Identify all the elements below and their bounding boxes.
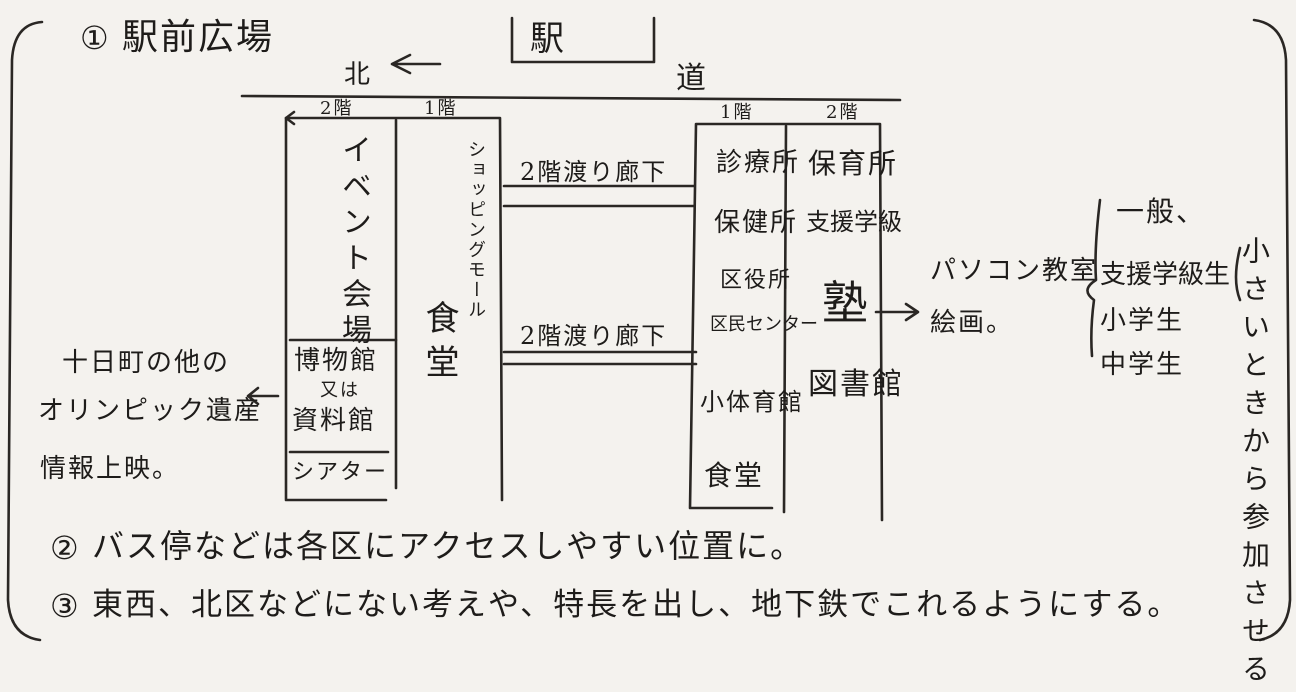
community-center-label: 区民センター xyxy=(710,314,818,335)
east-floor1-label: 1階 xyxy=(720,102,754,123)
west-floor1-label: 1階 xyxy=(424,98,458,119)
participant-general: 一般、 xyxy=(1116,195,1207,228)
support-center-label: 支援学級 xyxy=(806,208,902,236)
road-line xyxy=(240,94,902,102)
west-annotation-line3: 情報上映。 xyxy=(40,454,181,484)
station-label: 駅 xyxy=(530,19,566,59)
north-arrow xyxy=(390,53,442,75)
note-1-number: ① xyxy=(80,19,111,57)
note-3-number: ③ xyxy=(50,587,81,625)
corridor-lower-label: 2階渡り廊下 xyxy=(520,322,668,350)
juku-arrow xyxy=(874,302,920,322)
east-floor2-label: 2階 xyxy=(826,102,860,123)
east-annotation-line1: パソコン教室 xyxy=(930,256,1099,286)
participants-bracket xyxy=(1086,198,1102,358)
east-cafeteria-label: 食堂 xyxy=(704,459,765,492)
east-annotation-line2: 絵画。 xyxy=(930,308,1015,338)
museum-label-3: 資料館 xyxy=(292,406,377,436)
west-building-outline xyxy=(284,116,504,502)
vertical-note-bracket xyxy=(1234,246,1242,302)
right-bracket xyxy=(1252,18,1292,642)
library-label: 図書館 xyxy=(808,367,904,402)
west-cafeteria-label: 食堂 xyxy=(419,300,459,388)
vertical-note: 小さいときから参加させる xyxy=(1238,236,1271,692)
east-building-outline xyxy=(688,122,884,522)
theater-label: シアター xyxy=(292,460,389,485)
sketch-lines xyxy=(6,16,1292,642)
participant-middle: 中学生 xyxy=(1100,350,1185,380)
corridor-upper-label: 2階渡り廊下 xyxy=(520,158,668,186)
north-label: 北 xyxy=(344,60,373,90)
note-2-text: バス停などは各区にアクセスしやすい位置に。 xyxy=(92,527,805,565)
juku-label: 塾 xyxy=(822,276,870,330)
east-building-divider xyxy=(782,124,788,514)
west-floor-arrow xyxy=(284,110,296,126)
west-arrow xyxy=(246,386,280,406)
participant-support-students: 支援学級生 xyxy=(1100,260,1231,290)
shopping-mall-label: ショッピングモール xyxy=(465,140,486,320)
health-center-label: 保健所 xyxy=(714,208,799,238)
west-annotation-line1: 十日町の他の xyxy=(62,348,231,378)
nursery-label: 保育所 xyxy=(808,147,899,180)
note-1-text: 駅前広場 xyxy=(122,17,275,58)
gymnasium-label: 小体育館 xyxy=(700,388,804,416)
left-bracket xyxy=(6,20,44,642)
museum-label-2: 又は xyxy=(320,380,360,401)
west-floor2-label: 2階 xyxy=(320,98,354,119)
note-3-text: 東西、北区などにない考えや、特長を出し、地下鉄でこれるようにする。 xyxy=(92,587,1181,623)
event-hall-label: イベント会場 xyxy=(336,134,371,350)
note-2-number: ② xyxy=(50,529,81,567)
road-label: 道 xyxy=(676,61,708,96)
station-box xyxy=(510,16,656,64)
participant-elementary: 小学生 xyxy=(1100,306,1185,336)
west-annotation-line2: オリンピック遺産 xyxy=(38,396,263,426)
museum-label-1: 博物館 xyxy=(294,346,379,376)
clinic-label: 診療所 xyxy=(716,148,801,178)
ward-office-label: 区役所 xyxy=(720,268,793,293)
